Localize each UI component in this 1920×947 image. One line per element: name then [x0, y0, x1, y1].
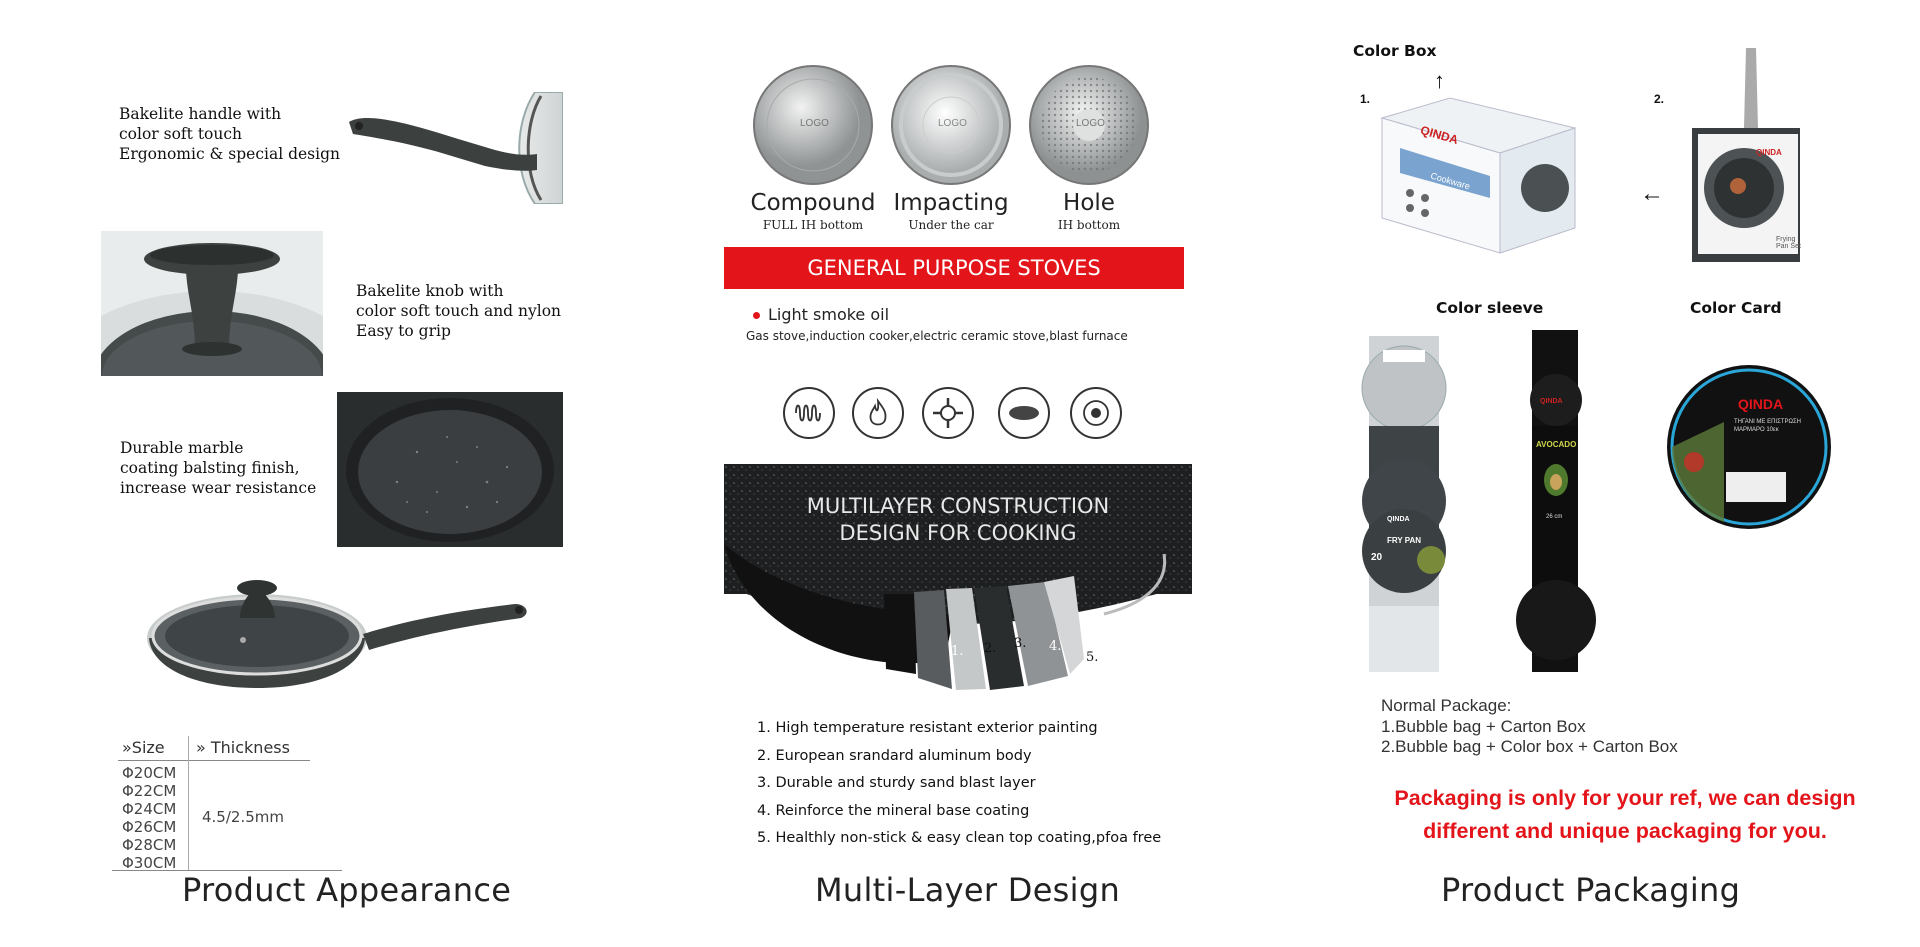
handle-note: Bakelite handle with color soft touch Er…: [119, 104, 340, 164]
multilayer-construction-image: MULTILAYER CONSTRUCTION DESIGN FOR COOKI…: [724, 464, 1192, 694]
induction-coil-icon: [783, 387, 835, 439]
smoke-bullet-icon: [753, 312, 760, 319]
sleeve-brand: QINDA: [1387, 516, 1410, 523]
box-right-brand: QINDA: [1756, 148, 1782, 157]
box-marker-2: 2.: [1654, 92, 1665, 106]
size-header: »Size: [122, 738, 165, 757]
product-packaging-title: Product Packaging: [1441, 871, 1741, 909]
impacting-bottom-disc: LOGO: [890, 64, 1012, 186]
compound-label: Compound: [750, 190, 876, 216]
note-line: color soft touch and nylon: [356, 302, 562, 320]
disc-logo: LOGO: [938, 118, 967, 129]
layer-marker: 1.: [951, 644, 964, 659]
size-table: »Size » Thickness Φ20CM Φ22CM Φ24CM Φ26C…: [112, 736, 342, 872]
disc-logo: LOGO: [1076, 118, 1105, 129]
construction-title-line-2: DESIGN FOR COOKING: [839, 521, 1077, 545]
thickness-header: » Thickness: [196, 738, 290, 757]
impacting-label: Impacting: [893, 190, 1009, 216]
stoves-text: Gas stove,induction cooker,electric cera…: [746, 329, 1128, 343]
multi-layer-title: Multi-Layer Design: [815, 871, 1121, 909]
arrow-up-icon: ↑: [1434, 68, 1445, 93]
color-card-label: Color Card: [1690, 299, 1782, 317]
color-card-image: QINDA ΤΗΓΑΝΙ ΜΕ ΕΠΙΣΤΡΩΣΗ ΜΑΡΜΑΡΟ 10εκ: [1664, 362, 1834, 532]
box-marker-1: 1.: [1360, 92, 1371, 106]
size-row: Φ28CM: [122, 836, 177, 854]
layer-marker: 4.: [1049, 639, 1062, 654]
color-sleeve-black-image: QINDA AVOCADO 26 cm: [1510, 330, 1602, 672]
sleeve-cm: 26 cm: [1546, 514, 1563, 520]
hole-bottom-disc: LOGO: [1028, 64, 1150, 186]
note-line: color soft touch: [119, 125, 243, 143]
layer-item: 2. European srandard aluminum body: [757, 747, 1032, 764]
layer-item: 1. High temperature resistant exterior p…: [757, 720, 1098, 736]
layer-item: 5. Healthly non-stick & easy clean top c…: [757, 830, 1162, 846]
card-brand: QINDA: [1738, 396, 1784, 412]
size-row: Φ22CM: [122, 782, 177, 800]
note-line: Bakelite knob with: [356, 282, 504, 300]
coating-photo: [337, 392, 563, 547]
layer-marker: 5.: [1086, 650, 1099, 665]
card-text: ΤΗΓΑΝΙ ΜΕ ΕΠΙΣΤΡΩΣΗ ΜΑΡΜΑΡΟ 10εκ: [1734, 419, 1801, 433]
knob-note: Bakelite knob with color soft touch and …: [356, 281, 561, 341]
layer-item: 3. Durable and sturdy sand blast layer: [757, 775, 1036, 791]
thickness-value: 4.5/2.5mm: [202, 808, 284, 826]
coating-note: Durable marble coating balsting finish, …: [120, 438, 316, 498]
sleeve-avocado: AVOCADO: [1536, 440, 1577, 449]
note-line: increase wear resistance: [120, 479, 317, 497]
disc-logo: LOGO: [800, 118, 829, 129]
flame-icon: [852, 387, 904, 439]
note-line: Bakelite handle with: [119, 105, 282, 123]
hole-label: Hole: [1063, 190, 1115, 216]
box-right-text: Frying Pan Set: [1776, 236, 1801, 250]
layer-marker: 3.: [1014, 636, 1027, 651]
sleeve-size: 20: [1371, 552, 1383, 563]
general-purpose-stoves-banner: GENERAL PURPOSE STOVES: [724, 247, 1184, 289]
normal-package-line: 1.Bubble bag + Carton Box: [1381, 716, 1586, 736]
size-row: Φ24CM: [122, 800, 177, 818]
note-line: coating balsting finish,: [120, 459, 300, 477]
table-header-rule: [118, 760, 310, 761]
size-row: Φ30CM: [122, 854, 177, 872]
sleeve-black-brand: QINDA: [1540, 398, 1563, 405]
note-line: Ergonomic & special design: [119, 145, 341, 163]
knob-photo: [101, 231, 323, 376]
layer-list: 1. High temperature resistant exterior p…: [757, 715, 1161, 853]
hole-sub: IH bottom: [1057, 218, 1121, 232]
impacting-sub: Under the car: [908, 218, 994, 232]
color-sleeve-label: Color sleeve: [1436, 299, 1544, 317]
normal-package-label: Normal Package:: [1381, 696, 1512, 715]
hob-icon: [1070, 387, 1122, 439]
pan-with-lid-photo: [145, 578, 535, 690]
notice-line: Packaging is only for your ref, we can d…: [1394, 786, 1856, 810]
size-row: Φ26CM: [122, 818, 177, 836]
packaging-notice: Packaging is only for your ref, we can d…: [1370, 782, 1880, 848]
color-sleeve-grey-image: QINDA FRY PAN 20: [1361, 336, 1447, 672]
layer-marker: 2.: [984, 641, 997, 656]
color-box-image: QINDA Cookware: [1380, 78, 1580, 258]
size-row: Φ20CM: [122, 764, 177, 782]
sleeve-fry-pan: FRY PAN: [1387, 536, 1422, 545]
handle-photo: [345, 92, 563, 204]
arrow-left-icon: ←: [1640, 180, 1664, 207]
gas-burner-icon: [922, 387, 974, 439]
normal-package-info: Normal Package: 1.Bubble bag + Carton Bo…: [1381, 696, 1678, 758]
compound-bottom-disc: LOGO: [752, 64, 874, 186]
layer-item: 4. Reinforce the mineral base coating: [757, 802, 1030, 819]
note-line: Durable marble: [120, 439, 244, 457]
table-bottom-rule: [112, 870, 342, 871]
product-appearance-title: Product Appearance: [182, 871, 512, 909]
ceramic-plate-icon: [998, 387, 1050, 439]
note-line: Easy to grip: [356, 322, 451, 340]
frying-pan-box-image: QINDA Frying Pan Set: [1686, 48, 1816, 268]
notice-line: different and unique packaging for you.: [1423, 819, 1827, 843]
normal-package-line: 2.Bubble bag + Color box + Carton Box: [1381, 737, 1678, 756]
construction-title-line-1: MULTILAYER CONSTRUCTION: [806, 494, 1110, 518]
table-col-divider: [188, 736, 189, 871]
compound-sub: FULL IH bottom: [762, 218, 864, 232]
color-box-label: Color Box: [1353, 42, 1437, 60]
smoke-label: Light smoke oil: [768, 305, 890, 324]
